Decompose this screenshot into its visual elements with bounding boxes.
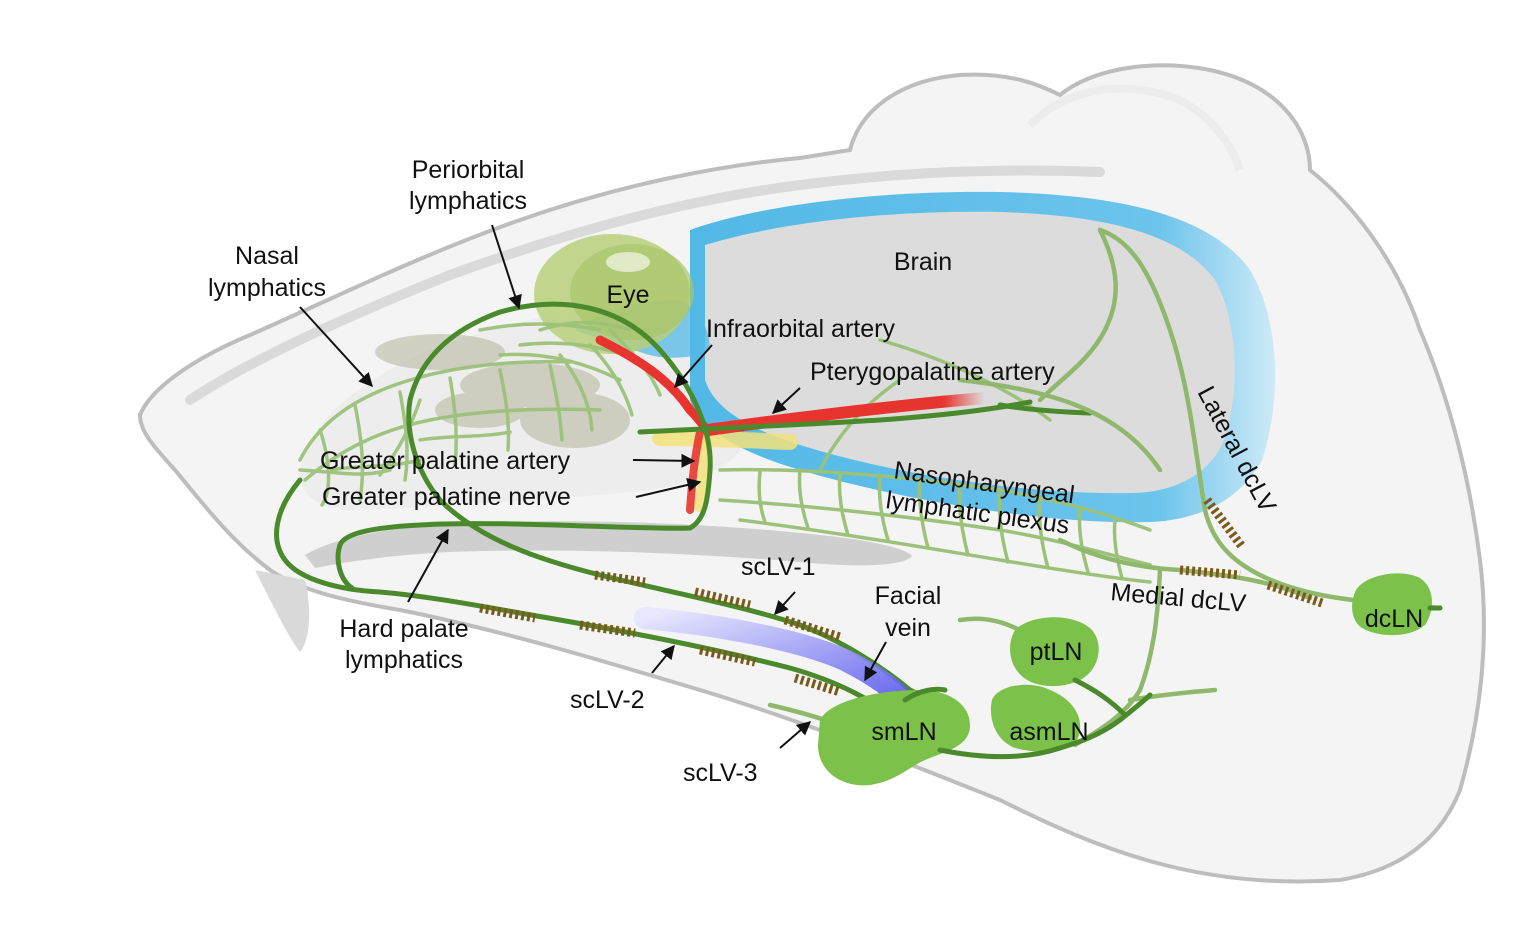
label-eye: Eye xyxy=(606,281,649,309)
arrow-hard-palate xyxy=(407,528,449,603)
label-hard-palate-2: lymphatics xyxy=(345,646,463,674)
label-asmln: asmLN xyxy=(1009,718,1088,746)
forehead-inner-line xyxy=(185,165,1105,405)
arrow-facial-vein xyxy=(864,641,887,682)
greater-palatine-artery-path xyxy=(686,428,704,514)
label-hard-palate-1: Hard palate xyxy=(339,615,468,643)
label-sclv2: scLV-2 xyxy=(570,686,645,714)
arrow-sclv2 xyxy=(651,644,675,674)
arrow-pterygopalatine xyxy=(771,387,801,414)
label-facial-vein-1: Facial xyxy=(875,582,942,610)
label-brain: Brain xyxy=(894,248,952,276)
label-sclv3: scLV-3 xyxy=(683,759,758,787)
label-facial-vein-2: vein xyxy=(885,614,931,642)
asmln-node xyxy=(990,684,1081,752)
greater-palatine-nerve-descending xyxy=(693,433,713,512)
turbinate-1 xyxy=(375,334,505,370)
node-connectors xyxy=(902,605,1443,760)
label-smln: smLN xyxy=(871,718,936,746)
arrow-sclv3 xyxy=(779,721,812,749)
lymph-nodes xyxy=(818,573,1432,786)
label-periorbital-1: Periorbital xyxy=(412,156,525,184)
dcln-node xyxy=(1352,573,1432,636)
nose-tip xyxy=(255,570,310,652)
label-greater-palatine-nerve: Greater palatine nerve xyxy=(322,483,571,511)
eye-highlight xyxy=(606,252,650,272)
label-nasal-2: lymphatics xyxy=(208,274,326,302)
dorsal-vessel-right xyxy=(997,402,1093,416)
lymphatic-valves xyxy=(479,497,1324,697)
greater-palatine-nerve-path xyxy=(652,430,798,450)
label-periorbital-2: lymphatics xyxy=(409,187,527,215)
facial-vein xyxy=(634,607,916,713)
turbinate-2 xyxy=(460,363,600,407)
label-sclv1: scLV-1 xyxy=(741,553,816,581)
turbinate-3 xyxy=(520,392,630,448)
label-pterygopalatine-artery: Pterygopalatine artery xyxy=(810,358,1055,386)
nasal-lymphatic-network xyxy=(298,320,662,507)
pointer-arrows xyxy=(299,224,887,749)
arrow-nasal xyxy=(299,306,373,388)
periorbital-loop xyxy=(406,397,933,703)
turbinates xyxy=(375,334,630,448)
label-infraorbital-artery: Infraorbital artery xyxy=(706,315,895,343)
nasopharyngeal-plexus xyxy=(718,338,1152,584)
label-greater-palatine-artery: Greater palatine artery xyxy=(320,447,571,475)
ptln-node xyxy=(1010,617,1099,687)
ear-bump xyxy=(1027,84,1244,172)
arrow-greater-palatine-artery xyxy=(632,453,696,468)
label-ptln: ptLN xyxy=(1030,638,1083,666)
eye-inner xyxy=(570,244,694,340)
dorsal-vessel xyxy=(637,399,1033,435)
label-nasal-1: Nasal xyxy=(235,242,299,270)
arrow-periorbital xyxy=(491,224,522,310)
label-dcln: dcLN xyxy=(1365,605,1423,633)
arrow-greater-palatine-nerve xyxy=(635,478,702,498)
turbinate-4 xyxy=(435,392,525,428)
smln-node xyxy=(818,690,970,786)
hard-palate xyxy=(305,521,912,568)
arrow-sclv1 xyxy=(774,591,796,616)
arrow-infraorbital xyxy=(674,344,713,389)
hard-palate-vessel xyxy=(274,477,903,723)
